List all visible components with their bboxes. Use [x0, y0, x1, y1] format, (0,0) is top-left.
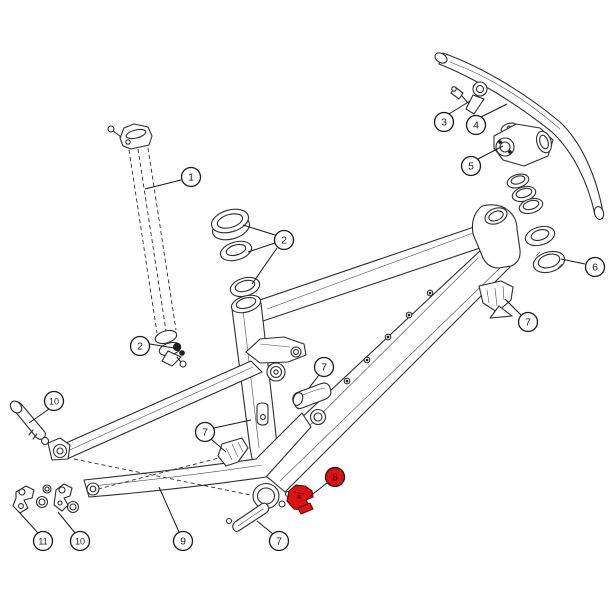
callout-circle[interactable] [172, 530, 194, 552]
leader-line [149, 343, 175, 349]
callout-6-6[interactable]: 6 [560, 256, 606, 278]
callout-number: 10 [49, 397, 59, 407]
callout-number: 2 [137, 341, 143, 353]
callout-number: 3 [441, 117, 447, 129]
leader-line [18, 511, 39, 534]
callout-4-4[interactable]: 4 [465, 103, 508, 136]
callout-number: 7 [202, 427, 208, 439]
leader-line [28, 408, 50, 424]
callout-circle[interactable] [180, 166, 202, 188]
callout-number: 1 [188, 172, 194, 184]
leader-line [308, 374, 320, 389]
callout-number: 4 [473, 120, 479, 132]
hanger-right [42, 483, 80, 514]
callout-7-7[interactable]: 7 [504, 298, 539, 333]
callout-10-13[interactable]: 10 [28, 390, 65, 424]
chainstay-protector [292, 382, 332, 410]
frame-front-triangle [230, 204, 521, 493]
thru-axle [9, 400, 50, 446]
leader-line [242, 224, 276, 236]
bar-clamp [450, 81, 488, 115]
callout-circle[interactable] [43, 390, 65, 412]
callout-number: 7 [276, 536, 282, 548]
leader-line [504, 298, 522, 316]
leader-line [210, 438, 227, 453]
callout-1-0[interactable]: 1 [144, 166, 202, 190]
handlebar [434, 52, 605, 220]
callouts-layer: 1 2 2 3 4 5 6 7 7 7 7 8 9 10 10 11 [18, 100, 606, 552]
callout-circle[interactable] [129, 335, 151, 357]
callout-8-11[interactable]: 8 [308, 466, 346, 498]
callout-circle[interactable] [273, 229, 295, 251]
hanger-left [12, 485, 49, 514]
callout-number: 5 [468, 161, 474, 173]
leader-line [57, 511, 76, 534]
callout-circle[interactable] [324, 466, 346, 488]
leader-line [448, 100, 471, 115]
callout-number: 2 [281, 235, 287, 247]
callout-9-12[interactable]: 9 [158, 486, 194, 552]
highlighted-part[interactable] [286, 484, 314, 515]
seat-collar-and-spacers [210, 208, 261, 298]
callout-circle[interactable] [268, 530, 290, 552]
leader-line [308, 482, 328, 498]
callout-number: 9 [180, 536, 186, 548]
callout-circle[interactable] [517, 311, 539, 333]
callout-3-3[interactable]: 3 [433, 100, 471, 133]
callout-circle[interactable] [313, 356, 335, 378]
callout-2-2[interactable]: 2 [129, 335, 175, 357]
frame-guard [217, 437, 249, 467]
callout-number: 11 [38, 537, 47, 547]
callout-circle[interactable] [32, 530, 54, 552]
callout-circle[interactable] [69, 530, 91, 552]
seat-collar-bolt [172, 342, 185, 356]
leader-line [560, 258, 586, 265]
callout-number: 10 [75, 537, 85, 547]
leader-line [480, 103, 508, 118]
callout-10-14[interactable]: 10 [57, 511, 91, 552]
seatpost [107, 123, 187, 368]
leader-line [251, 247, 278, 285]
leader-line [144, 179, 182, 190]
callout-2-1[interactable]: 2 [242, 224, 295, 285]
leader-line [158, 486, 180, 533]
callout-7-10[interactable]: 7 [256, 520, 290, 552]
callout-circle[interactable] [433, 111, 455, 133]
rocker-link [245, 336, 307, 426]
callout-7-9[interactable]: 7 [194, 419, 252, 453]
callout-number: 6 [592, 262, 598, 274]
callout-5-5[interactable]: 5 [460, 145, 504, 177]
callout-11-15[interactable]: 11 [18, 511, 54, 552]
lower-strip-guard [225, 502, 270, 533]
callout-number: 7 [525, 317, 531, 329]
downtube-guard [478, 280, 514, 319]
leader-line [247, 242, 276, 253]
leader-line [256, 520, 274, 535]
stem-and-headset [493, 122, 566, 274]
downtube-rivets [343, 289, 434, 385]
callout-number: 7 [321, 362, 327, 374]
leader-line [477, 145, 504, 160]
leader-line [213, 419, 252, 429]
callout-circle[interactable] [584, 256, 606, 278]
callout-number: 8 [332, 472, 338, 484]
callout-circle[interactable] [465, 114, 487, 136]
callout-circle[interactable] [460, 155, 482, 177]
callout-circle[interactable] [194, 421, 216, 443]
callout-7-8[interactable]: 7 [308, 356, 335, 389]
